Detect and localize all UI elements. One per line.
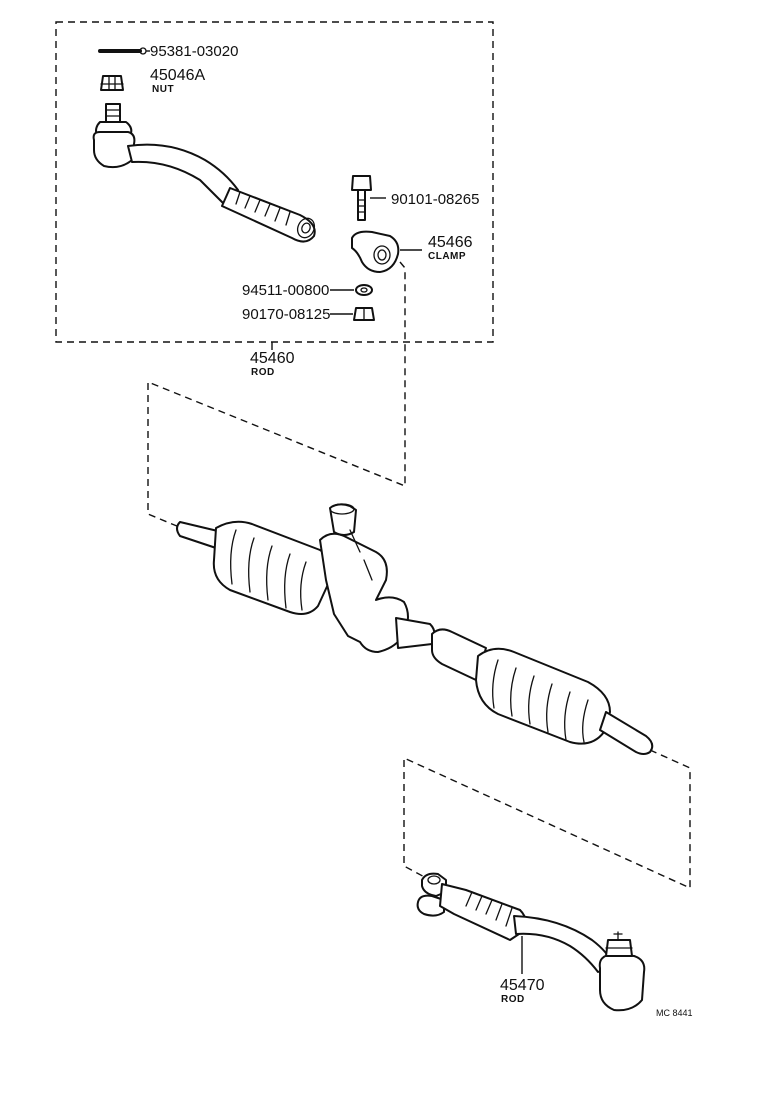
cotter-pin xyxy=(98,47,150,55)
upper-tie-rod-end xyxy=(92,103,316,243)
clamp-bolt xyxy=(351,175,386,221)
clamp-nut xyxy=(353,307,375,321)
lower-rod-part-name: ROD xyxy=(501,994,525,1005)
upper-assembly-box xyxy=(55,21,494,343)
clamp-part-number: 45466 xyxy=(428,234,473,251)
upper-connector-line xyxy=(147,261,406,535)
lower-rod-part-number: 45470 xyxy=(500,977,545,994)
cotter-pin-label: 95381-03020 xyxy=(150,43,238,60)
bolt-label: 90101-08265 xyxy=(391,191,479,208)
steering-gear xyxy=(176,503,654,755)
nut-part-number: 45046A xyxy=(150,67,205,84)
upper-rod-part-number: 45460 xyxy=(250,350,295,367)
lower-connector-line xyxy=(403,749,691,890)
clamp-nut-label: 90170-08125 xyxy=(242,306,330,323)
castle-nut xyxy=(100,75,124,91)
lock-washer xyxy=(355,284,373,296)
nut-part-name: NUT xyxy=(152,84,174,95)
figure-code: MC 8441 xyxy=(656,1008,693,1018)
washer-label: 94511-00800 xyxy=(242,282,329,299)
clamp xyxy=(351,230,422,273)
lower-tie-rod xyxy=(416,872,646,1012)
clamp-part-name: CLAMP xyxy=(428,251,466,262)
upper-rod-part-name: ROD xyxy=(251,367,275,378)
